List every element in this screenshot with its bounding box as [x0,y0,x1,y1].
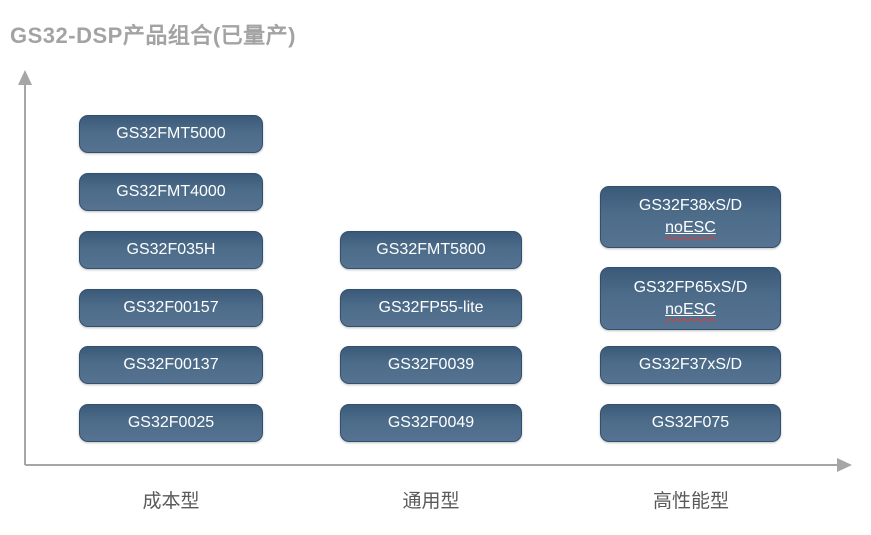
product-label: GS32FMT5000 [116,125,226,142]
product-box-gs32fmt5000: GS32FMT5000 [79,115,263,153]
product-label: GS32F38xS/D [638,197,743,214]
category-label-high-performance: 高性能型 [652,491,730,512]
page-title: GS32-DSP产品组合(已量产) [10,23,296,48]
product-box-gs32f0025: GS32F0025 [79,404,263,442]
product-box-gs32fmt5800: GS32FMT5800 [340,231,522,269]
product-box-gs32fmt4000: GS32FMT4000 [79,173,263,211]
product-label: GS32F37xS/D [638,356,743,373]
product-label: GS32F0049 [387,414,475,431]
product-label: GS32FMT5800 [376,241,486,258]
product-label: GS32FP65xS/D [633,278,748,296]
product-box-gs32f035h: GS32F035H [79,231,263,269]
product-box-gs32f37xsd: GS32F37xS/D [600,346,781,384]
x-axis-arrowhead-icon [837,458,852,472]
product-label: GS32F00137 [123,356,219,373]
category-label-general: 通用型 [402,491,460,512]
product-box-gs32f075: GS32F075 [600,404,781,442]
product-label: GS32FMT4000 [116,183,226,200]
product-label: GS32F00157 [123,299,219,316]
category-label-cost: 成本型 [142,491,200,512]
product-box-gs32f00137: GS32F00137 [79,346,263,384]
product-label: GS32F035H [126,241,216,258]
product-label: GS32F075 [651,414,730,431]
product-label: GS32F0025 [127,414,215,431]
product-box-gs32f38xsd-noesc: GS32F38xS/D noESC [600,186,781,248]
noesc-label: noESC [665,219,716,236]
noesc-label: noESC [665,300,716,318]
product-box-gs32f0049: GS32F0049 [340,404,522,442]
product-label: GS32F0039 [387,356,475,373]
product-box-gs32f0039: GS32F0039 [340,346,522,384]
y-axis-arrowhead-icon [18,70,32,85]
product-label: GS32FP55-lite [378,299,484,316]
product-box-gs32fp65xsd-noesc: GS32FP65xS/D noESC [600,267,781,330]
product-box-gs32fp55-lite: GS32FP55-lite [340,289,522,327]
product-box-gs32f00157: GS32F00157 [79,289,263,327]
